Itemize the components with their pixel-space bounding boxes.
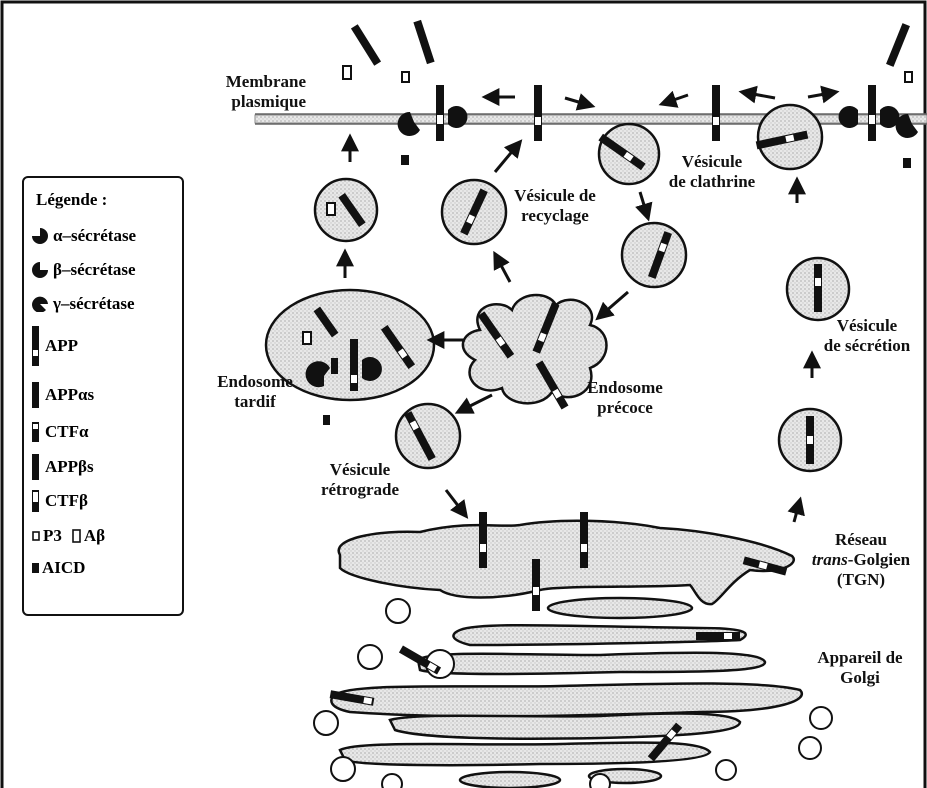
clathrin-vesicle-label: Vésicule de clathrine — [652, 152, 772, 192]
legend-ctf-alpha: CTFα — [32, 422, 89, 442]
legend-gamma-text: γ–sécrétase — [53, 294, 135, 314]
late-endosome-line2: tardif — [200, 392, 310, 412]
golgi-label-line2: Golgi — [800, 668, 920, 688]
plasma-membrane — [255, 114, 927, 124]
legend-title: Légende : — [36, 190, 107, 210]
golgi-stack — [331, 598, 802, 788]
abeta-icon — [72, 529, 81, 543]
tgn-label-golgien: -Golgien — [848, 550, 910, 569]
legend-ctf-beta: CTFβ — [32, 490, 88, 512]
legend-app: APP — [32, 326, 78, 366]
retrograde-label-line2: rétrograde — [305, 480, 415, 500]
retrograde-label-line1: Vésicule — [305, 460, 415, 480]
app-icon — [32, 326, 40, 366]
recycling-label-line2: recyclage — [500, 206, 610, 226]
early-endosome-line2: précoce — [570, 398, 680, 418]
legend-gamma-secretase: γ–sécrétase — [32, 294, 135, 314]
tgn-shape — [339, 521, 794, 604]
tgn-label-line1: Réseau — [796, 530, 926, 550]
recycling-vesicle-label: Vésicule de recyclage — [500, 186, 610, 226]
membrane-label-line1: Membrane — [186, 72, 306, 92]
legend-app-text: APP — [45, 336, 78, 356]
legend-box: Légende : α–sécrétase β–sécrétase γ–sécr… — [22, 176, 184, 616]
secretion-label-line1: Vésicule — [797, 316, 927, 336]
beta-secretase-icon — [32, 262, 48, 278]
tgn-label-line3: (TGN) — [796, 570, 926, 590]
legend-app-alpha-s: APPαs — [32, 382, 94, 408]
tgn-label-line2: trans-Golgien — [796, 550, 926, 570]
recycling-label-line1: Vésicule de — [500, 186, 610, 206]
early-endosome-line1: Endosome — [570, 378, 680, 398]
clathrin-label-line2: de clathrine — [652, 172, 772, 192]
secretion-vesicle-label: Vésicule de sécrétion — [797, 316, 927, 356]
legend-aicd-text: AICD — [42, 558, 85, 578]
gamma-secretase-icon — [32, 296, 48, 312]
legend-app-beta-s-text: APPβs — [45, 457, 94, 477]
legend-ctf-beta-text: CTFβ — [45, 491, 88, 511]
late-endosome-label: Endosome tardif — [200, 372, 310, 412]
early-endosome-label: Endosome précoce — [570, 378, 680, 418]
legend-app-beta-s: APPβs — [32, 454, 94, 480]
legend-ctf-alpha-text: CTFα — [45, 422, 89, 442]
p3-icon — [32, 531, 40, 541]
golgi-label-line1: Appareil de — [800, 648, 920, 668]
legend-p3-abeta: P3 Aβ — [32, 526, 105, 546]
clathrin-label-line1: Vésicule — [652, 152, 772, 172]
legend-abeta-text: Aβ — [84, 526, 105, 546]
aicd-icon — [32, 563, 39, 573]
legend-alpha-secretase: α–sécrétase — [32, 226, 136, 246]
membrane-label-line2: plasmique — [186, 92, 306, 112]
legend-beta-secretase: β–sécrétase — [32, 260, 136, 280]
tgn-label: Réseau trans-Golgien (TGN) — [796, 530, 926, 590]
secretion-label-line2: de sécrétion — [797, 336, 927, 356]
ctf-alpha-icon — [32, 422, 40, 442]
app-alpha-s-icon — [32, 382, 40, 408]
legend-aicd: AICD — [32, 558, 85, 578]
ctf-beta-icon — [32, 490, 40, 512]
legend-beta-text: β–sécrétase — [53, 260, 136, 280]
tgn-label-trans: trans — [812, 550, 848, 569]
membrane-label: Membrane plasmique — [186, 72, 306, 112]
retrograde-vesicle-label: Vésicule rétrograde — [305, 460, 415, 500]
legend-p3-text: P3 — [43, 526, 62, 546]
alpha-secretase-icon — [32, 228, 48, 244]
legend-app-alpha-s-text: APPαs — [45, 385, 94, 405]
legend-alpha-text: α–sécrétase — [53, 226, 136, 246]
golgi-label: Appareil de Golgi — [800, 648, 920, 688]
app-beta-s-icon — [32, 454, 40, 480]
late-endosome-line1: Endosome — [200, 372, 310, 392]
